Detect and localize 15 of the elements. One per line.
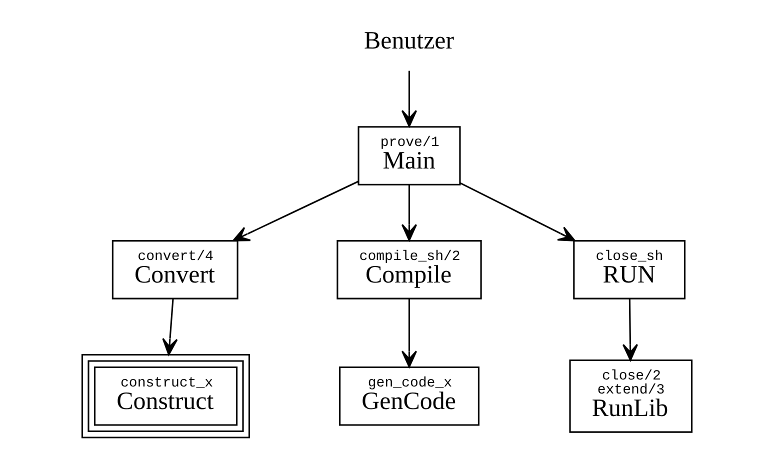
arrow <box>400 298 417 368</box>
arrow <box>622 298 638 361</box>
node-box: close_sh RUN <box>572 240 686 300</box>
arrow <box>400 184 417 242</box>
node-text: Benutzer <box>363 28 454 55</box>
node-box: convert/4 Convert <box>111 240 238 300</box>
node-box: close/2 extend/3 RunLib <box>568 359 692 433</box>
arrow <box>232 180 358 242</box>
arrow <box>459 182 575 242</box>
node-box: construct_x Construct <box>80 354 250 438</box>
arrow <box>162 298 178 356</box>
node-box: gen_code_x GenCode <box>338 366 479 426</box>
arrow <box>400 70 417 128</box>
node-box: compile_sh/2 Compile <box>336 240 482 300</box>
node-box: prove/1 Main <box>357 126 460 186</box>
